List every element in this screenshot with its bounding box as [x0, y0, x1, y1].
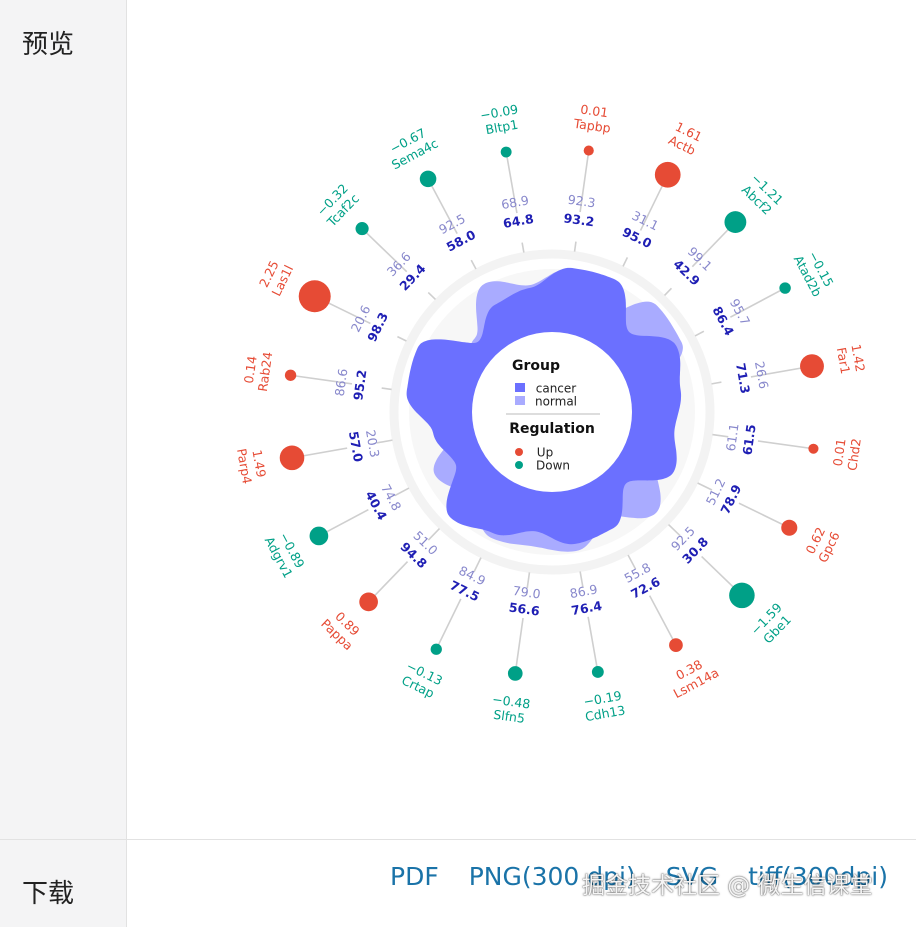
value-backdrop	[500, 210, 539, 246]
gene-dot	[781, 519, 798, 536]
value-backdrop	[506, 585, 545, 621]
value-backdrop	[725, 419, 761, 458]
gene-dot	[729, 582, 755, 609]
gene-dot	[800, 354, 824, 379]
legend-group-title: Group	[512, 358, 560, 374]
legend-label-normal: normal	[535, 395, 577, 409]
value-backdrop	[704, 474, 747, 519]
value-backdrop	[362, 308, 405, 352]
value-backdrop	[695, 302, 739, 347]
gene-dot	[507, 666, 523, 681]
gene-dot	[309, 526, 329, 546]
value-backdrop	[566, 584, 605, 620]
normal-value-label: 86.9	[569, 581, 599, 601]
normal-value-label: 92.3	[567, 192, 597, 211]
gene-dot	[669, 638, 683, 652]
sidebar: 预览 下载	[0, 0, 127, 927]
logfc-label: −0.09	[479, 101, 519, 122]
gene-dot	[430, 643, 442, 655]
download-svg-link[interactable]: SVG	[665, 862, 719, 891]
value-backdrop	[349, 367, 385, 405]
normal-value-label: 79.0	[512, 583, 542, 602]
logfc-label: 1.49	[249, 449, 269, 479]
value-backdrop	[344, 426, 380, 465]
normal-value-label: 26.6	[752, 360, 772, 390]
divider	[0, 839, 916, 840]
normal-value-label: 20.3	[363, 429, 383, 459]
download-bar: PDF PNG(300 dpi) SVG tiff(300dpi)	[390, 862, 888, 891]
value-backdrop	[445, 564, 490, 607]
cancer-value-label: 71.3	[733, 362, 753, 395]
logfc-label: 0.01	[579, 102, 609, 121]
gene-name-label: Slfn5	[492, 707, 525, 726]
preview-label: 预览	[22, 30, 75, 60]
gene-name-label: Bltp1	[484, 117, 519, 137]
logfc-label: 0.14	[241, 355, 260, 385]
gene-dot	[355, 222, 369, 236]
download-label: 下载	[22, 879, 75, 909]
logfc-label: −0.19	[582, 688, 622, 709]
legend-regulation-title: Regulation	[509, 421, 595, 437]
gene-name-label: Cdh13	[584, 702, 626, 724]
value-backdrop	[360, 480, 403, 525]
gene-name-label: Chd2	[844, 437, 863, 471]
value-backdrop	[668, 523, 714, 569]
cancer-value-label: 76.4	[570, 598, 603, 618]
normal-value-label: 86.6	[332, 367, 351, 397]
gene-dot	[583, 145, 594, 156]
value-backdrop	[612, 222, 656, 265]
outer-ring	[389, 249, 715, 575]
gene-name-label: Tapbp	[572, 116, 612, 136]
cancer-value-label: 57.0	[346, 430, 366, 463]
gene-dot	[298, 280, 331, 313]
logfc-label: −0.48	[491, 691, 531, 711]
gene-dot	[500, 146, 512, 158]
gene-dot	[779, 282, 791, 294]
download-png-link[interactable]: PNG(300 dpi)	[468, 862, 636, 891]
cancer-value-label: 93.2	[563, 210, 596, 229]
gene-name-label: Parp4	[234, 447, 255, 485]
value-backdrop	[620, 561, 665, 604]
gene-dot	[419, 170, 437, 188]
gene-dot	[724, 211, 747, 234]
normal-value-label: 61.1	[723, 422, 742, 452]
legend-label-up: Up	[537, 446, 553, 460]
logfc-label: 0.01	[830, 438, 849, 468]
download-tiff-link[interactable]: tiff(300dpi)	[748, 862, 888, 891]
cancer-value-label: 64.8	[502, 211, 535, 231]
value-backdrop	[395, 528, 441, 574]
value-backdrop	[442, 225, 487, 269]
value-backdrop	[718, 360, 754, 399]
legend-dot-down	[515, 461, 523, 469]
logfc-label: 1.42	[848, 343, 868, 373]
normal-value-label: 68.9	[500, 192, 530, 212]
legend-swatch-cancer	[515, 383, 525, 392]
value-backdrop	[394, 259, 441, 305]
download-pdf-link[interactable]: PDF	[390, 862, 439, 891]
legend-background	[472, 332, 632, 492]
legend-dot-up	[515, 448, 523, 456]
watermark-text: 掘金技术社区 @ 微生信课堂	[582, 873, 873, 899]
cancer-value-label: 95.2	[350, 369, 369, 402]
gene-dot	[279, 445, 305, 471]
cancer-value-label: 56.6	[508, 599, 541, 618]
legend-label-cancer: cancer	[536, 382, 577, 396]
value-backdrop	[659, 254, 705, 301]
cancer-value-label: 61.5	[739, 423, 758, 456]
value-backdrop	[559, 209, 597, 245]
legend-label-down: Down	[536, 459, 570, 473]
legend-swatch-normal	[515, 396, 525, 405]
gene-name-label: Rab24	[255, 351, 275, 393]
gene-dot	[359, 592, 378, 612]
gene-dot	[284, 369, 297, 381]
gene-dot	[591, 666, 604, 678]
gene-name-label: Far1	[834, 346, 853, 375]
gene-dot	[808, 443, 819, 454]
gene-dot	[654, 161, 681, 188]
